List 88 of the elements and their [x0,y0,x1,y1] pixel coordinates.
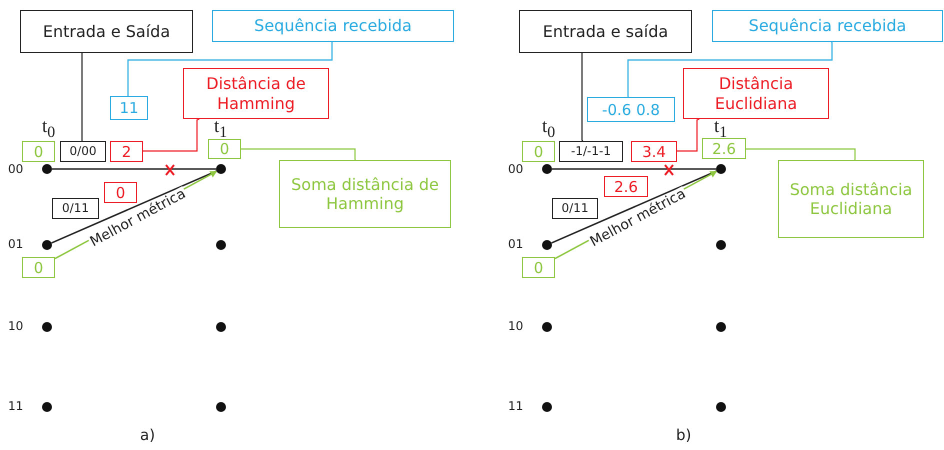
value-text: 0/00 [70,144,96,159]
callout-text: Entrada e Saída [42,22,170,42]
value-box [552,198,598,219]
callout-box [778,160,924,238]
callout-text: Entrada e saída [542,22,668,42]
trellis-branch [51,170,217,244]
leader-line [241,148,356,160]
value-text: 0 [534,258,544,276]
panel-label: b) [676,426,692,444]
value-text: 3.4 [642,142,666,160]
value-text: 0 [116,184,126,202]
value-box [208,139,241,159]
trellis-dot [716,164,726,174]
state-label: 10 [8,319,24,333]
value-box [522,141,555,162]
value-text: 0 [534,142,544,160]
callout-text: Distância Euclidiana [714,74,798,113]
value-box [559,141,623,162]
callout-text: Soma distância de Hamming [290,174,440,214]
value-box [60,141,106,162]
value-text: 0 [34,142,44,160]
state-label: 00 [8,162,24,176]
value-box [587,97,675,122]
time-label: t$_{0}$ [542,116,556,142]
trellis-dot [542,322,552,332]
trellis-dot [542,164,552,174]
trellis-branch [552,168,716,170]
value-text: -1/-1-1 [571,144,611,159]
state-label: 10 [508,319,524,333]
trellis-dot [42,322,52,332]
callout-box [212,10,454,42]
value-box [22,257,55,278]
state-label: 11 [8,399,24,413]
value-box [52,198,99,219]
time-label: t$_{1}$ [714,116,728,142]
leader-line [142,118,200,152]
value-text: 2.6 [712,140,736,158]
trellis-dot [542,402,552,412]
state-label: 00 [508,162,524,176]
leader-line [746,148,856,160]
state-label: 01 [8,237,24,251]
trellis-dot [716,402,726,412]
callout-box [712,10,943,42]
trellis-dot [42,164,52,174]
value-text: -0.6 0.8 [602,100,660,118]
leader-line [677,118,700,152]
value-box [22,141,55,162]
value-text: 0 [34,258,44,276]
trellis-dot [716,240,726,250]
value-box [522,257,555,278]
value-box [104,182,137,203]
trellis-dot [542,240,552,250]
time-label: t$_{1}$ [214,116,228,142]
callout-text: Distância de Hamming [205,74,307,113]
value-box [110,96,148,120]
callout-box [183,68,329,119]
value-text: 0/11 [562,201,588,216]
callout-text: Sequência recebida [748,16,906,36]
callout-text: Sequência recebida [254,16,412,36]
value-text: 2 [122,142,132,160]
value-text: 11 [119,99,139,117]
state-label: 11 [508,399,524,413]
value-box [702,138,746,159]
trellis-dot [42,402,52,412]
trellis-dot [216,322,226,332]
leader-line [627,42,833,98]
leader-line [127,42,333,97]
trellis-branch [52,168,216,170]
value-box [110,141,143,162]
trellis-dot [716,322,726,332]
trellis-branch [551,170,717,244]
leader-line [81,52,83,142]
value-text: 0 [220,140,230,158]
callout-box [20,10,193,53]
callout-box [279,160,451,228]
leader-line [581,52,584,142]
trellis-dot [216,164,226,174]
value-box [631,141,677,162]
callout-box [683,68,829,119]
callout-text: Soma distância Euclidiana [788,180,914,218]
value-text: 0/11 [62,201,89,216]
time-label: t$_{0}$ [42,116,56,142]
trellis-dot [216,402,226,412]
panel-label: a) [140,426,156,444]
trellis-dot [42,240,52,250]
callout-box [519,10,692,53]
state-label: 01 [508,237,524,251]
trellis-dot [216,240,226,250]
